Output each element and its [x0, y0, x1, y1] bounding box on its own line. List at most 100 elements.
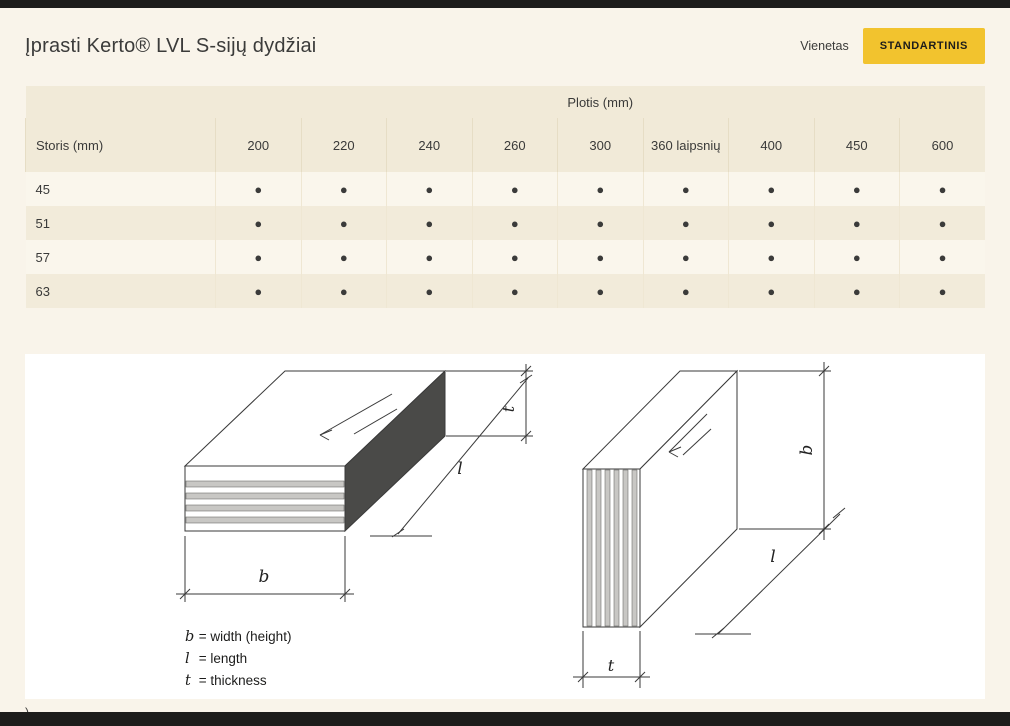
table-cell: ● — [642, 274, 729, 308]
availability-dot: ● — [254, 283, 263, 299]
availability-dot: ● — [938, 283, 947, 299]
table-cell: ● — [386, 274, 472, 308]
table-cell: ● — [300, 172, 387, 206]
table-row-57: 57 ● ● ● ● ● ● ● ● ● — [25, 240, 985, 274]
table-cell: ● — [386, 240, 472, 274]
page-title: Įprasti Kerto® LVL S-sijų dydžiai — [25, 34, 317, 57]
edge-beam-diagram: b l t — [573, 362, 846, 688]
row-label: 57 — [35, 249, 50, 265]
availability-dot: ● — [938, 215, 947, 231]
availability-dot: ● — [425, 249, 434, 265]
unit-selector-area: Vienetas STANDARTINIS — [800, 28, 985, 64]
legend-line-t: t = thickness — [185, 670, 291, 692]
availability-dot: ● — [938, 249, 947, 265]
table-row-45: 45 ● ● ● ● ● ● ● ● ● — [25, 172, 985, 206]
table-cell: ● — [471, 172, 558, 206]
table-cell: ● — [386, 172, 472, 206]
availability-dot: ● — [852, 215, 861, 231]
top-bar — [0, 0, 1010, 8]
table-cell: ● — [557, 206, 643, 240]
availability-dot: ● — [767, 181, 776, 197]
dimension-l: l — [370, 374, 533, 538]
legend-symbol: l — [185, 651, 190, 667]
availability-dot: ● — [254, 249, 263, 265]
availability-dot: ● — [510, 181, 519, 197]
row-label: 45 — [35, 181, 50, 197]
table-cell: ● — [642, 206, 729, 240]
availability-dot: ● — [510, 215, 519, 231]
availability-dot: ● — [767, 249, 776, 265]
table-cell: ● — [300, 240, 387, 274]
group-header-row: Plotis (mm) — [25, 86, 985, 118]
row-label: 51 — [35, 215, 50, 231]
table-cell: ● — [813, 206, 900, 240]
availability-dot: ● — [596, 181, 605, 197]
column-header-400: 400 — [728, 118, 814, 172]
availability-dot: ● — [681, 283, 690, 299]
legend-line-l: l = length — [185, 648, 291, 670]
table-cell: ● — [557, 240, 643, 274]
table-cell: ● — [215, 240, 301, 274]
column-header-450: 450 — [813, 118, 900, 172]
table-cell: ● — [899, 172, 985, 206]
table-cell: ● — [728, 206, 814, 240]
legend-symbol: b — [185, 629, 195, 645]
availability-dot: ● — [596, 215, 605, 231]
dim-label-b: b — [259, 567, 270, 587]
column-header-200: 200 — [215, 118, 301, 172]
column-header-storis: Storis (mm) — [25, 118, 216, 172]
grain-arrow-icon — [319, 393, 398, 441]
dim-label-t: t — [499, 405, 518, 412]
unit-label: Vienetas — [800, 39, 849, 53]
unit-standard-button[interactable]: STANDARTINIS — [862, 28, 985, 64]
availability-dot: ● — [339, 215, 348, 231]
table-cell: ● — [215, 206, 301, 240]
legend-line-b: b = width (height) — [185, 626, 291, 648]
sizes-table: Plotis (mm) Storis (mm) 200 220 240 260 … — [25, 86, 985, 308]
column-header-260: 260 — [471, 118, 558, 172]
table-cell: ● — [642, 172, 729, 206]
column-header-220: 220 — [300, 118, 387, 172]
table-cell: ● — [728, 240, 814, 274]
table-cell: ● — [471, 240, 558, 274]
availability-dot: ● — [681, 181, 690, 197]
availability-dot: ● — [425, 215, 434, 231]
bottom-bar — [0, 712, 1010, 726]
availability-dot: ● — [425, 283, 434, 299]
availability-dot: ● — [852, 249, 861, 265]
availability-dot: ● — [510, 249, 519, 265]
column-header-300: 300 — [557, 118, 643, 172]
availability-dot: ● — [596, 249, 605, 265]
table-cell: ● — [215, 274, 301, 308]
group-header-plotis: Plotis (mm) — [215, 86, 985, 118]
row-label: 63 — [35, 283, 50, 299]
dimension-b: b — [739, 362, 831, 540]
legend-text: = length — [198, 651, 248, 666]
column-header-240: 240 — [386, 118, 472, 172]
flat-beam-diagram: t l b — [176, 364, 533, 602]
table-cell: ● — [899, 274, 985, 308]
availability-dot: ● — [681, 249, 690, 265]
table-cell: ● — [471, 206, 558, 240]
table-cell: ● — [300, 206, 387, 240]
column-header-360: 360 laipsnių — [642, 118, 729, 172]
availability-dot: ● — [339, 249, 348, 265]
legend-text: = width (height) — [198, 629, 292, 644]
table-cell: ● — [557, 172, 643, 206]
grain-arrow-icon — [668, 413, 712, 458]
table-cell: ● — [813, 274, 900, 308]
availability-dot: ● — [767, 283, 776, 299]
diagram-legend: b = width (height) l = length t = thickn… — [185, 626, 291, 692]
availability-dot: ● — [681, 215, 690, 231]
table-cell: ● — [728, 274, 814, 308]
table-cell: ● — [813, 240, 900, 274]
legend-text: = thickness — [198, 673, 267, 688]
laminate-stripes — [586, 469, 638, 627]
dim-label-l: l — [457, 459, 462, 479]
dim-label-t: t — [608, 656, 615, 675]
diagram-panel: t l b — [25, 354, 985, 699]
availability-dot: ● — [852, 283, 861, 299]
dimension-t: t — [573, 631, 650, 688]
table-cell: ● — [728, 172, 814, 206]
column-header-600: 600 — [899, 118, 985, 172]
